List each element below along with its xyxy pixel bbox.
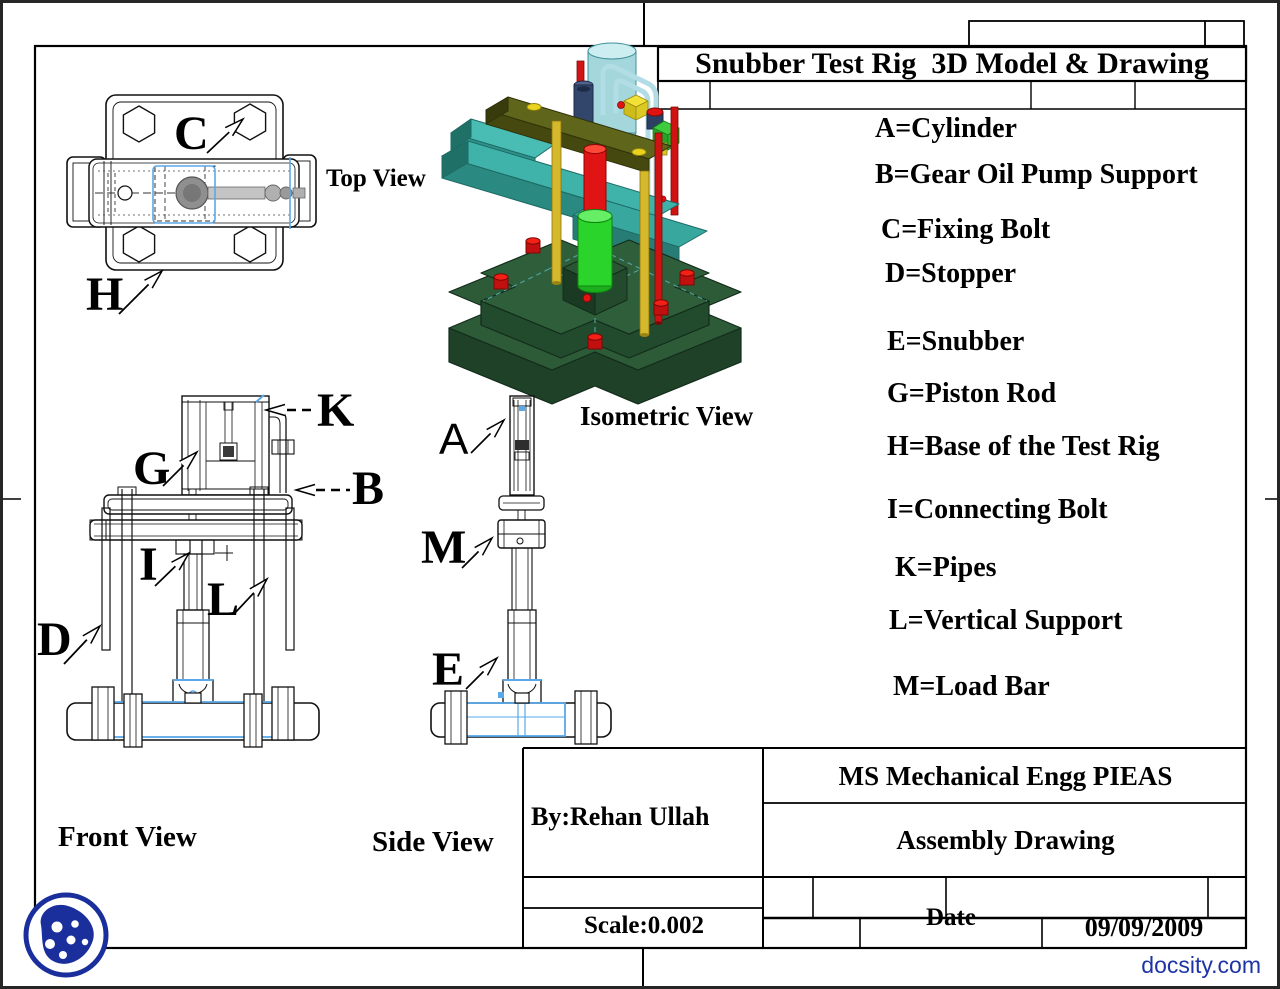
legend-item-m: M=Load Bar (893, 671, 1050, 702)
top-view-drawing: C H (66, 94, 317, 321)
docsity-logo-icon (23, 892, 109, 978)
callout-B: B (352, 462, 384, 515)
callout-I: I (139, 538, 158, 591)
fixing-bolts (493, 237, 695, 350)
drawing-name: Assembly Drawing (896, 825, 1115, 855)
legend-item-a: A=Cylinder (875, 113, 1017, 144)
callout-L: L (207, 573, 239, 626)
snubber-cylinder (577, 215, 613, 287)
legend-item-c: C=Fixing Bolt (881, 214, 1051, 245)
scale: Scale:0.002 (583, 912, 705, 939)
piston-rod (583, 148, 607, 220)
callout-G: G (133, 442, 170, 495)
title-block-grid (522, 747, 1246, 948)
legend-item-i: I=Connecting Bolt (887, 494, 1108, 525)
legend-item-b: B=Gear Oil Pump Support (875, 159, 1198, 190)
stopper-right (285, 507, 295, 651)
drawing-linework: C H (3, 3, 1277, 986)
callout-K: K (317, 384, 354, 437)
legend-item-e: E=Snubber (887, 326, 1025, 357)
date-label: Date (926, 904, 976, 931)
legend-item-d: D=Stopper (885, 258, 1017, 289)
legend-item-l: L=Vertical Support (889, 605, 1123, 636)
callout-A: A (439, 415, 469, 464)
top-view-label: Top View (326, 165, 426, 192)
isometric-model (441, 42, 742, 405)
top-view-highlight (152, 165, 216, 224)
date-value: 09/09/2009 (1084, 913, 1204, 942)
legend-item-k: K=Pipes (895, 552, 997, 583)
callout-H: H (86, 268, 123, 321)
front-view-label: Front View (58, 821, 197, 853)
side-view-drawing: A M E (421, 395, 612, 745)
pipes (600, 63, 659, 199)
sheet-title: Snubber Test Rig 3D Model & Drawing (695, 47, 1209, 80)
institution: MS Mechanical Engg PIEAS (838, 761, 1173, 791)
front-view-drawing: K B G I L D (37, 384, 384, 748)
side-view-label: Side View (372, 826, 494, 858)
watermark-link[interactable]: docsity.com (1141, 952, 1261, 978)
title-cell-border (656, 45, 1248, 83)
callout-M: M (421, 521, 466, 574)
stopper-left (101, 507, 111, 651)
isometric-view-label: Isometric View (580, 401, 754, 431)
legend-item-g: G=Piston Rod (887, 378, 1057, 409)
callout-C: C (174, 107, 209, 160)
callout-E: E (432, 643, 464, 696)
callout-D: D (37, 613, 72, 666)
legend-item-h: H=Base of the Test Rig (887, 431, 1160, 462)
author: By:Rehan Ullah (531, 802, 710, 831)
